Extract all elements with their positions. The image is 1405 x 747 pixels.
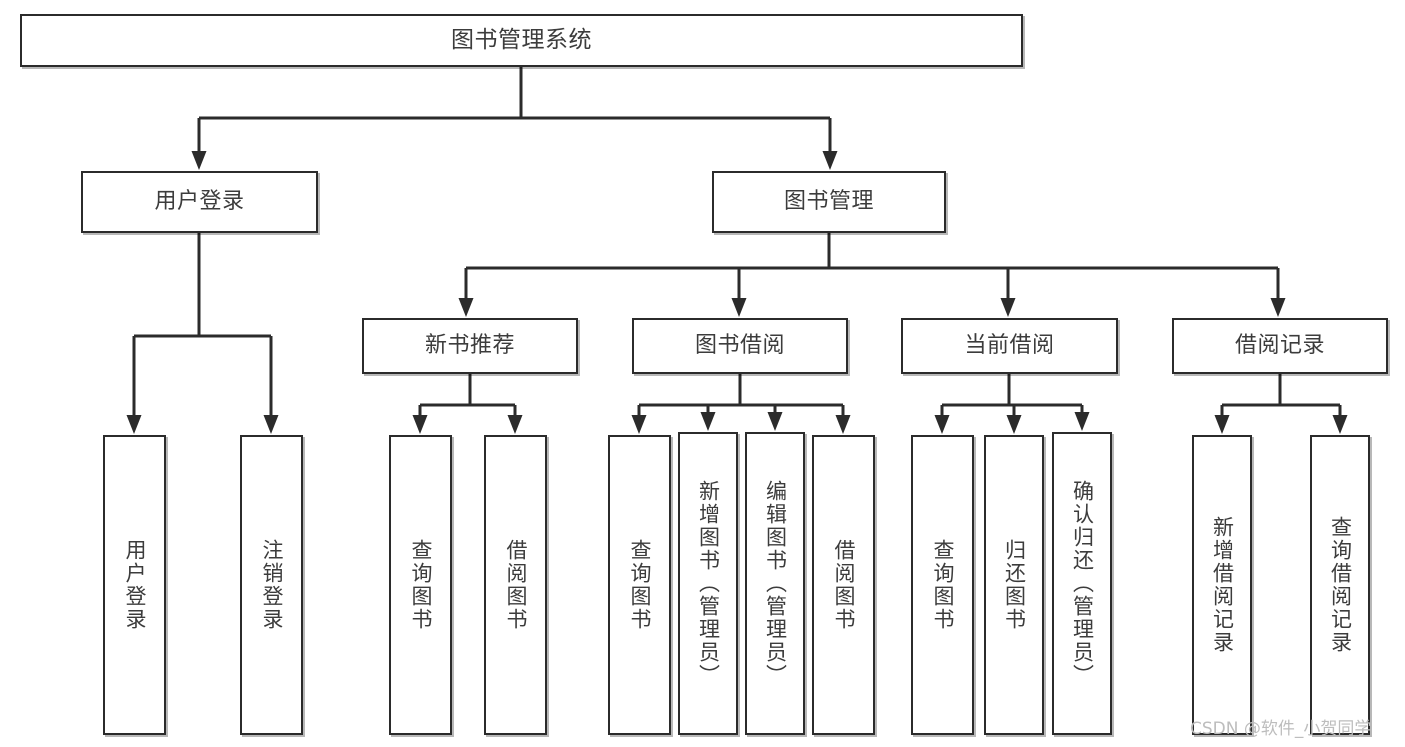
- arrowhead-book-manage-to-level2-3: [1270, 298, 1286, 317]
- arrowhead-book-borrow-to-leaves-3: [835, 415, 851, 434]
- node-leaf-return-book[interactable]: 归还图书: [984, 435, 1044, 735]
- node-leaf-borrow-book-recommend[interactable]: 借阅图书: [484, 435, 547, 735]
- node-label-user-login: 用户登录: [154, 189, 245, 215]
- node-leaf-edit-book-admin[interactable]: 编辑图书（管理员）: [745, 432, 805, 735]
- arrowhead-user-login-to-leaves-1: [263, 415, 279, 434]
- node-label-leaf-logout-login: 注销登录: [260, 539, 284, 631]
- arrowhead-book-borrow-to-leaves-2: [767, 412, 783, 431]
- node-leaf-query-book-recommend[interactable]: 查询图书: [389, 435, 452, 735]
- node-label-root: 图书管理系统: [451, 26, 592, 53]
- node-label-book-borrow: 图书借阅: [694, 333, 785, 359]
- arrowhead-root-to-level1-0: [191, 151, 207, 170]
- node-user-login[interactable]: 用户登录: [81, 171, 318, 233]
- node-leaf-query-book-current[interactable]: 查询图书: [911, 435, 974, 735]
- node-label-leaf-confirm-return-admin: 确认归还（管理员）: [1070, 480, 1095, 687]
- node-borrow-record[interactable]: 借阅记录: [1172, 318, 1388, 374]
- arrowhead-current-borrow-to-leaves-1: [1006, 415, 1022, 434]
- arrowhead-book-manage-to-level2-1: [731, 298, 747, 317]
- arrowhead-book-manage-to-level2-0: [458, 298, 474, 317]
- node-label-book-manage: 图书管理: [783, 189, 874, 215]
- node-leaf-add-book-admin[interactable]: 新增图书（管理员）: [678, 432, 738, 735]
- node-label-leaf-add-borrow-record: 新增借阅记录: [1210, 516, 1235, 654]
- arrowhead-new-book-recommend-to-leaves-1: [507, 415, 523, 434]
- node-leaf-query-borrow-record[interactable]: 查询借阅记录: [1310, 435, 1370, 735]
- arrowhead-book-borrow-to-leaves-0: [631, 415, 647, 434]
- node-label-leaf-query-book-recommend: 查询图书: [409, 539, 433, 631]
- node-label-leaf-return-book: 归还图书: [1002, 539, 1027, 631]
- node-book-manage[interactable]: 图书管理: [712, 171, 946, 233]
- node-label-leaf-query-book-borrow: 查询图书: [628, 539, 652, 631]
- node-label-leaf-borrow-book-recommend: 借阅图书: [504, 539, 528, 631]
- node-label-leaf-add-book-admin: 新增图书（管理员）: [696, 480, 721, 687]
- node-label-leaf-query-borrow-record: 查询借阅记录: [1328, 516, 1353, 654]
- arrowhead-root-to-level1-1: [822, 151, 838, 170]
- node-label-leaf-query-book-current: 查询图书: [931, 539, 955, 631]
- node-new-book-recommend[interactable]: 新书推荐: [362, 318, 578, 374]
- node-label-leaf-user-login: 用户登录: [123, 539, 147, 631]
- node-label-new-book-recommend: 新书推荐: [424, 333, 515, 359]
- node-root[interactable]: 图书管理系统: [20, 14, 1023, 67]
- csdn-watermark: CSDN @软件_小贺同学: [1190, 719, 1372, 739]
- node-current-borrow[interactable]: 当前借阅: [901, 318, 1118, 374]
- arrowhead-book-borrow-to-leaves-1: [700, 412, 716, 431]
- node-leaf-borrow-book[interactable]: 借阅图书: [812, 435, 875, 735]
- arrowhead-current-borrow-to-leaves-2: [1074, 412, 1090, 431]
- arrowhead-borrow-record-to-leaves-1: [1332, 415, 1348, 434]
- node-label-borrow-record: 借阅记录: [1234, 333, 1325, 359]
- arrowhead-new-book-recommend-to-leaves-0: [412, 415, 428, 434]
- node-leaf-user-login[interactable]: 用户登录: [103, 435, 166, 735]
- node-leaf-confirm-return-admin[interactable]: 确认归还（管理员）: [1052, 432, 1112, 735]
- arrowhead-book-manage-to-level2-2: [1000, 298, 1016, 317]
- arrowhead-current-borrow-to-leaves-0: [934, 415, 950, 434]
- node-leaf-query-book-borrow[interactable]: 查询图书: [608, 435, 671, 735]
- arrowhead-borrow-record-to-leaves-0: [1214, 415, 1230, 434]
- node-label-leaf-borrow-book: 借阅图书: [832, 539, 856, 631]
- arrowhead-user-login-to-leaves-0: [126, 415, 142, 434]
- node-label-current-borrow: 当前借阅: [964, 333, 1055, 359]
- node-book-borrow[interactable]: 图书借阅: [632, 318, 848, 374]
- node-leaf-logout-login[interactable]: 注销登录: [240, 435, 303, 735]
- node-leaf-add-borrow-record[interactable]: 新增借阅记录: [1192, 435, 1252, 735]
- node-label-leaf-edit-book-admin: 编辑图书（管理员）: [763, 480, 788, 687]
